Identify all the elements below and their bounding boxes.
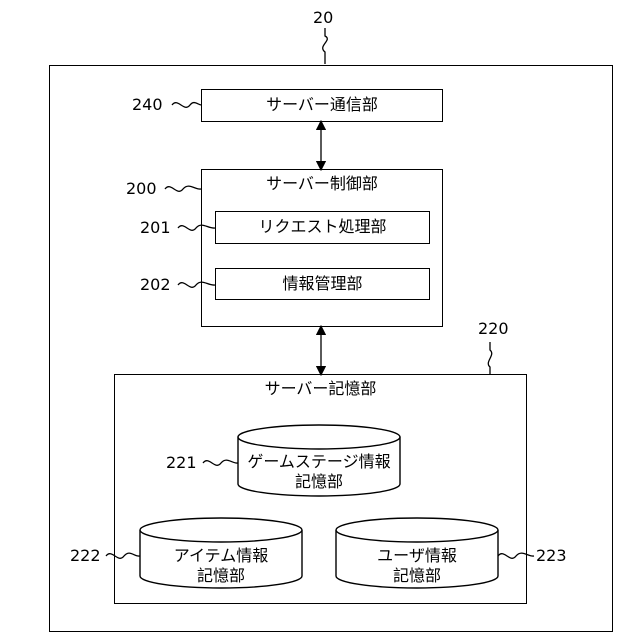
ref-221: 221 [166, 454, 197, 472]
leader-240 [172, 103, 201, 108]
user-storage-line1: ユーザ情報 [336, 546, 498, 566]
game-stage-storage-line2: 記憶部 [238, 472, 400, 492]
leader-201 [178, 225, 215, 230]
ref-202: 202 [140, 276, 171, 294]
leader-220 [488, 342, 491, 374]
leader-202 [178, 282, 215, 287]
user-storage-line2: 記憶部 [336, 566, 498, 586]
item-storage-label: アイテム情報 記憶部 [140, 546, 302, 586]
game-stage-storage-label: ゲームステージ情報 記憶部 [238, 452, 400, 492]
leader-222 [106, 553, 140, 558]
ref-20: 20 [313, 9, 333, 27]
leader-200 [165, 186, 201, 191]
user-storage-label: ユーザ情報 記憶部 [336, 546, 498, 586]
ref-222: 222 [70, 547, 101, 565]
item-storage-line2: 記憶部 [140, 566, 302, 586]
ref-223: 223 [536, 547, 567, 565]
leader-221 [203, 460, 238, 465]
game-stage-storage-line1: ゲームステージ情報 [238, 452, 400, 472]
leader-20 [323, 28, 328, 64]
ref-200: 200 [126, 180, 157, 198]
ref-240: 240 [132, 96, 163, 114]
leader-223 [498, 553, 534, 558]
item-storage-line1: アイテム情報 [140, 546, 302, 566]
ref-220: 220 [478, 320, 509, 338]
ref-201: 201 [140, 219, 171, 237]
